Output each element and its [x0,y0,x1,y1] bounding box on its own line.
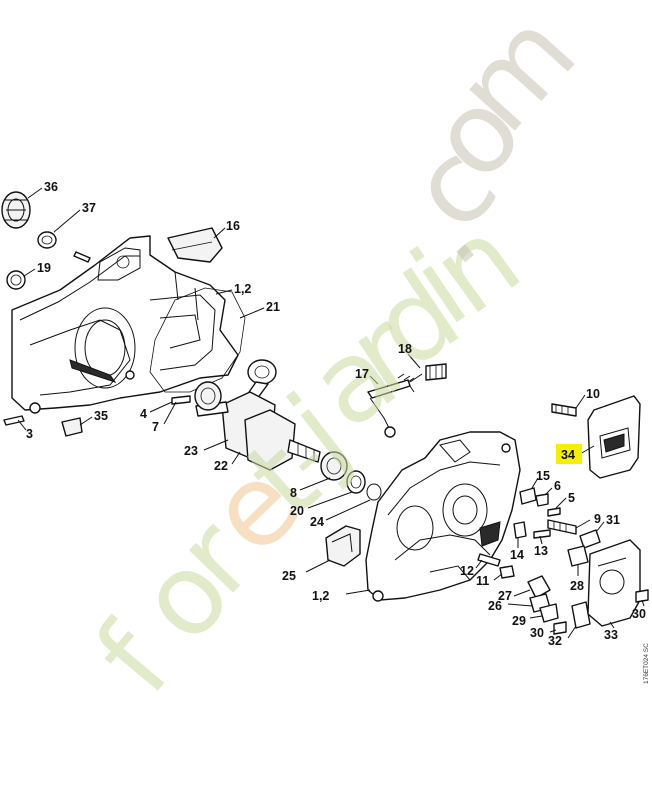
mounting-bracket [325,525,361,567]
highlight-box [556,444,582,464]
part-label-30-center[interactable]: 30 [530,626,544,640]
screw-30 [553,621,567,635]
shaft-seal [6,270,26,290]
screw-long [551,403,577,417]
chain-side-cover [587,395,641,479]
guide-28 [567,545,589,567]
drawing-code: 176ET024 SC [643,643,650,684]
shaft-seal-right [346,470,366,494]
o-ring [37,231,57,249]
spacer-6 [535,493,549,507]
part-label-11[interactable]: 11 [476,574,489,588]
part-label-12[interactable]: 12 [460,564,474,578]
lever-32 [571,601,591,629]
part-label-1-2-left[interactable]: 1,2 [234,282,251,296]
part-label-32[interactable]: 32 [548,634,562,648]
part-label-21[interactable]: 21 [266,300,280,314]
control-rod-assembly [367,363,447,438]
ball-bearing-left [194,381,222,411]
part-label-34[interactable]: 34 [561,448,575,462]
pin [171,395,191,405]
part-label-25[interactable]: 25 [282,569,296,583]
plug-15 [519,487,537,505]
screw-14 [513,521,527,539]
part-29 [539,603,559,623]
part-label-9[interactable]: 9 [594,512,601,526]
part-label-36[interactable]: 36 [44,180,58,194]
part-label-6[interactable]: 6 [554,479,561,493]
pin-13 [533,529,551,539]
part-label-28[interactable]: 28 [570,579,584,593]
circlip [366,483,382,501]
part-label-22[interactable]: 22 [214,459,228,473]
adjuster-9 [547,519,577,535]
part-label-3[interactable]: 3 [26,427,33,441]
right-crankcase-half [365,431,521,602]
part-label-13[interactable]: 13 [534,544,548,558]
left-crankcase-half [11,235,239,414]
part-label-37[interactable]: 37 [82,201,96,215]
crankshaft-assembly [195,359,321,471]
part-label-33[interactable]: 33 [604,628,618,642]
guide-plate-27 [527,575,551,599]
screw-12 [477,553,501,567]
part-label-35[interactable]: 35 [94,409,108,423]
part-label-15[interactable]: 15 [536,469,550,483]
ball-bearing-right [320,451,348,481]
gasket [149,287,246,393]
screw-30-right [635,589,649,603]
part-label-27[interactable]: 27 [498,589,512,603]
clip-31 [579,529,601,549]
part-label-18[interactable]: 18 [398,342,412,356]
part-label-16[interactable]: 16 [226,219,240,233]
leader-lines [17,187,645,639]
part-label-19[interactable]: 19 [37,261,51,275]
part-label-10[interactable]: 10 [586,387,600,401]
part-label-5[interactable]: 5 [568,491,575,505]
part-label-24[interactable]: 24 [310,515,324,529]
part-label-4[interactable]: 4 [140,407,147,421]
part-label-20[interactable]: 20 [290,504,304,518]
sprocket-cover [587,539,641,627]
part-label-14[interactable]: 14 [510,548,524,562]
oil-pump-part [1,191,31,229]
part-label-8[interactable]: 8 [290,486,297,500]
part-label-30-right[interactable]: 30 [632,607,646,621]
part-labels: 36 37 16 19 1,2 21 18 17 10 4 35 3 7 23 … [26,180,646,648]
part-label-17[interactable]: 17 [355,367,369,381]
part-label-23[interactable]: 23 [184,444,198,458]
plug [61,417,83,437]
part-label-31[interactable]: 31 [606,513,620,527]
part-label-1-2-right[interactable]: 1,2 [312,589,329,603]
part-label-26[interactable]: 26 [488,599,502,613]
pin-5 [547,507,561,517]
part-label-7[interactable]: 7 [152,420,159,434]
nut-11 [499,565,515,579]
screw [3,415,25,426]
part-label-29[interactable]: 29 [512,614,526,628]
